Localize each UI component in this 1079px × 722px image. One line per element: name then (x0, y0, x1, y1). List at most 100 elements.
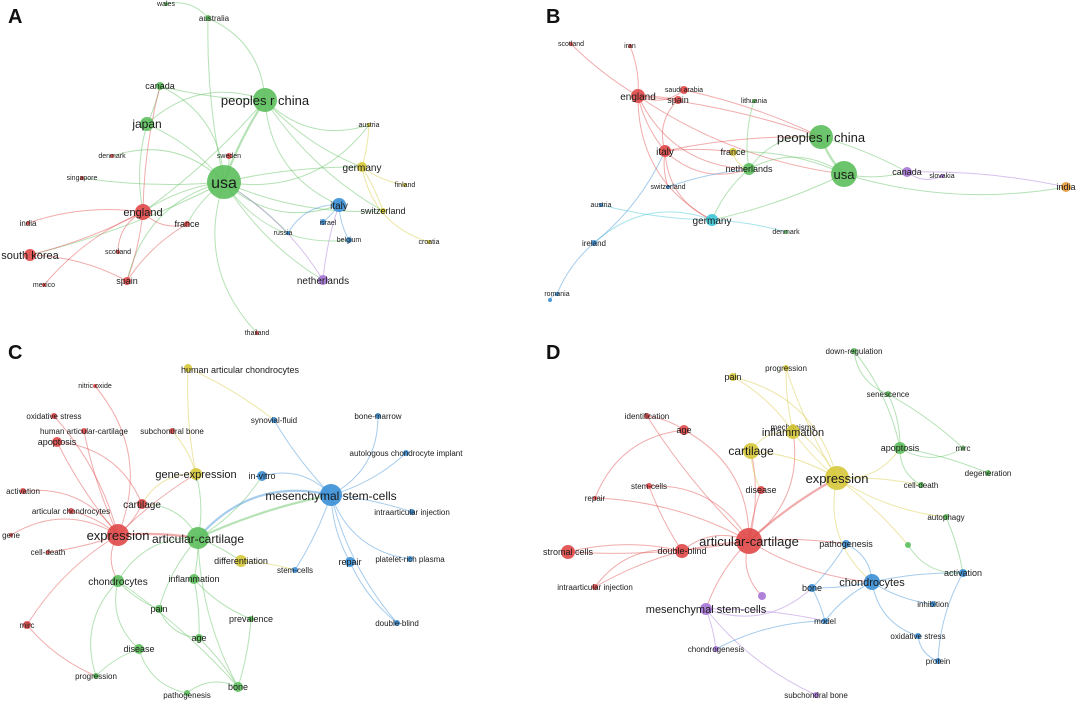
node-label: model (814, 617, 836, 626)
node-chondrogenesis: chondrogenesis (688, 645, 744, 654)
node-pain: pain (150, 604, 167, 614)
node-circle (271, 417, 277, 423)
node-circle (357, 162, 367, 172)
node-label: inflammation (762, 427, 824, 439)
network-edge (207, 17, 225, 183)
node-france: france (720, 147, 745, 157)
node-circle (42, 283, 46, 287)
node-russia: russia (274, 230, 293, 237)
node-finland: finland (395, 182, 416, 189)
node-label: italy (330, 201, 348, 212)
node-circle (253, 88, 277, 112)
node-netherlands: netherlands (297, 275, 349, 287)
node-label: sweden (217, 153, 241, 160)
node-circle (156, 82, 164, 90)
node-label: pathogenesis (163, 691, 211, 700)
node-down-regulation: down-regulation (826, 347, 883, 356)
node-belgium: belgium (337, 237, 361, 244)
node-circle (569, 42, 573, 46)
network-edge (683, 429, 750, 542)
node-label: bone-marrow (354, 412, 401, 421)
node-canada: canada (892, 167, 922, 177)
node-circle (959, 569, 967, 577)
node-circle (380, 208, 386, 214)
network-graph-d: down-regulationprogressionpainsenescence… (543, 347, 1011, 700)
node-label: gene (2, 531, 20, 540)
node-circle (233, 682, 243, 692)
node-oxidative-stress: oxidative stress (26, 412, 81, 421)
node-label: autophagy (927, 513, 964, 522)
node-label: bone (802, 583, 822, 593)
network-edge (556, 242, 595, 295)
network-edge (629, 45, 639, 97)
network-edge (349, 561, 398, 624)
network-edge (142, 85, 161, 213)
network-edge (945, 516, 964, 574)
network-edge (361, 166, 430, 243)
node-netherlands: netherlands (725, 163, 773, 175)
node-label: repair (585, 494, 606, 503)
node-ireland: ireland (582, 239, 606, 248)
node-label: protein (926, 657, 950, 666)
node-human-articular-cartilage: human articular-cartilage (40, 427, 129, 436)
node-england: england (620, 89, 656, 103)
node-unlabeled (905, 542, 911, 548)
node-circle (666, 185, 670, 189)
node-circle (184, 221, 190, 227)
node-circle (367, 123, 371, 127)
network-edge (27, 209, 144, 224)
node-circle (985, 470, 991, 476)
network-edge (732, 376, 794, 433)
node-circle (894, 442, 906, 454)
network-edge (139, 123, 148, 213)
node-label: netherlands (297, 276, 349, 287)
network-edge (158, 608, 200, 639)
node-usa: usa (207, 165, 241, 199)
network-edge (264, 99, 370, 132)
node-singapore: singapore (67, 175, 98, 182)
node-stem-cells: stem-cells (631, 482, 667, 491)
network-edge (223, 124, 370, 186)
node-label: disease (123, 644, 154, 654)
node-label: progression (75, 672, 117, 681)
network-edge (90, 580, 119, 677)
node-repair: repair (585, 494, 606, 503)
node-circle (592, 584, 598, 590)
node-age: age (191, 633, 206, 643)
network-edge (899, 447, 989, 474)
node-articular-cartilage: articular-cartilage (152, 527, 244, 549)
node-repair: repair (338, 557, 362, 567)
node-label: spain (116, 276, 138, 286)
node-label: england (620, 92, 656, 103)
network-edge (871, 572, 964, 583)
network-edge (197, 537, 239, 688)
node-saudi-arabia: saudi arabia (665, 86, 703, 94)
node-circle (813, 692, 819, 698)
node-pathogenesis: pathogenesis (163, 690, 211, 700)
network-edge (683, 89, 822, 138)
network-edge (330, 494, 411, 560)
node-activation: activation (6, 487, 40, 496)
node-denmark: denmark (772, 229, 800, 236)
network-edge (26, 624, 97, 677)
node-label: austria (590, 202, 611, 209)
node-switzerland: switzerland (360, 206, 405, 216)
network-edge (10, 518, 119, 536)
node-gene-expression: gene-expression (155, 468, 237, 481)
node-circle (320, 219, 326, 225)
node-label: saudi arabia (665, 87, 703, 94)
node-articular-chondrocytes: articular chondrocytes (32, 507, 110, 516)
node-usa: usa (831, 161, 857, 187)
node-circle (599, 203, 603, 207)
network-edge (187, 367, 197, 475)
network-edge (165, 2, 209, 19)
node-intraarticular-injection: intraarticular injection (557, 583, 633, 592)
node-mirc: mirc (955, 444, 970, 453)
network-edge (570, 43, 639, 97)
network-edge (664, 148, 734, 153)
node-circle (107, 524, 129, 546)
node-circle (825, 466, 849, 490)
network-edge (711, 219, 787, 233)
node-iran: iran (624, 43, 636, 50)
node-label: differentiation (214, 556, 268, 566)
